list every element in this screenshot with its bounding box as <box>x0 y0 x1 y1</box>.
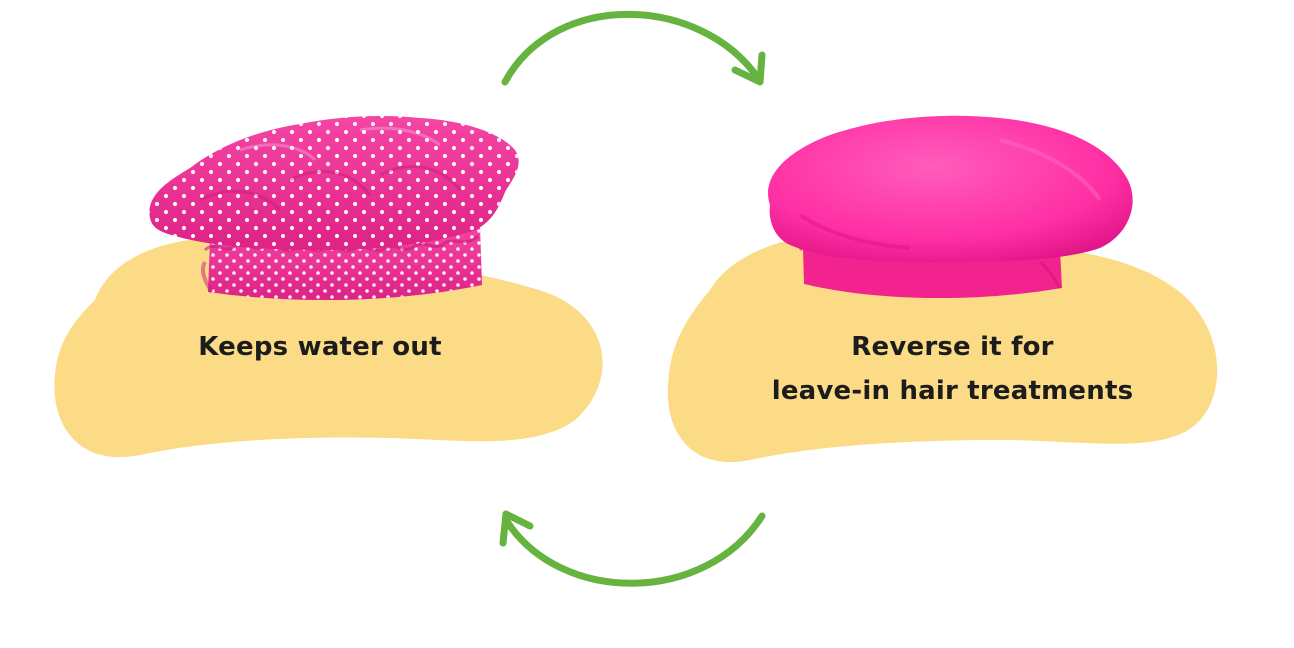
polka-dot-cap-icon <box>149 116 519 301</box>
terry-cloth-cap-icon <box>768 115 1133 299</box>
right-blob <box>667 230 1218 463</box>
left-caption: Keeps water out <box>120 325 520 369</box>
left-caption-line-1: Keeps water out <box>198 332 442 362</box>
right-caption-line-1: Reverse it for <box>851 332 1054 362</box>
right-caption: Reverse it for leave-in hair treatments <box>725 325 1180 413</box>
bottom-arrow-icon <box>499 510 766 587</box>
left-blob <box>54 237 603 458</box>
top-arrow-icon <box>501 11 766 86</box>
right-caption-line-2: leave-in hair treatments <box>771 376 1134 406</box>
